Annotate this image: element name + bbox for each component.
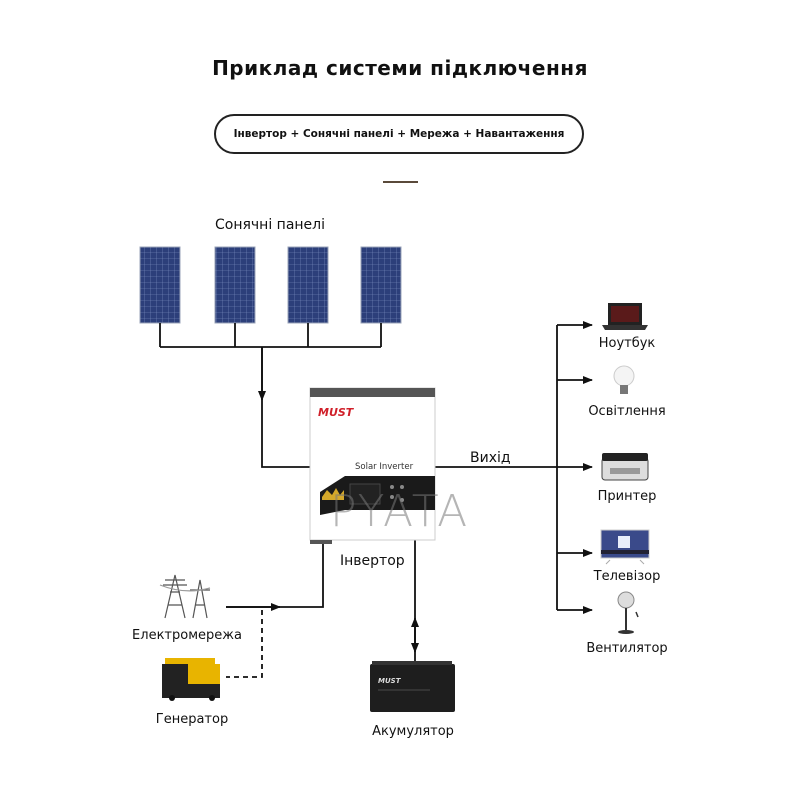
solar-panel-icon — [214, 246, 256, 324]
inverter-device: MUST Solar Inverter — [309, 387, 436, 544]
grid-label: Електромережа — [132, 628, 242, 643]
generator-label: Генератор — [155, 712, 229, 727]
inverter-brand: MUST — [318, 406, 355, 419]
wires — [159, 321, 593, 678]
divider — [383, 181, 418, 183]
printer-icon — [601, 453, 649, 481]
generator-icon — [162, 658, 220, 701]
output-label: Вихід — [470, 450, 511, 466]
solar-panel-icon — [360, 246, 402, 324]
battery-label: Акумулятор — [372, 724, 454, 739]
battery-icon: MUST — [370, 661, 455, 712]
battery-brand: MUST — [378, 677, 402, 685]
load-label-lighting: Освітлення — [588, 404, 666, 419]
page-title: Приклад системи підключення — [212, 56, 588, 80]
solar-panel-icon — [139, 246, 181, 324]
light-bulb-icon — [613, 365, 635, 394]
tv-icon — [600, 529, 650, 565]
inverter-label: Інвертор — [340, 553, 405, 569]
solar-panel-icon — [287, 246, 329, 324]
crown-icon — [322, 488, 344, 500]
subtitle-text: Інвертор + Сонячні панелі + Мережа + Нав… — [233, 128, 565, 140]
load-label-tv: Телевізор — [593, 569, 661, 584]
power-grid-icon — [159, 574, 211, 619]
solar-panels-label: Сонячні панелі — [214, 217, 326, 233]
watermark: PYATA — [330, 486, 470, 537]
load-label-laptop: Ноутбук — [598, 336, 656, 351]
laptop-icon — [602, 303, 648, 330]
inverter-model: Solar Inverter — [355, 462, 414, 472]
load-label-printer: Принтер — [597, 489, 657, 504]
fan-icon — [617, 591, 639, 634]
solar-panels — [139, 246, 402, 324]
subtitle-pill: Інвертор + Сонячні панелі + Мережа + Нав… — [214, 114, 584, 154]
load-label-fan: Вентилятор — [586, 641, 668, 656]
